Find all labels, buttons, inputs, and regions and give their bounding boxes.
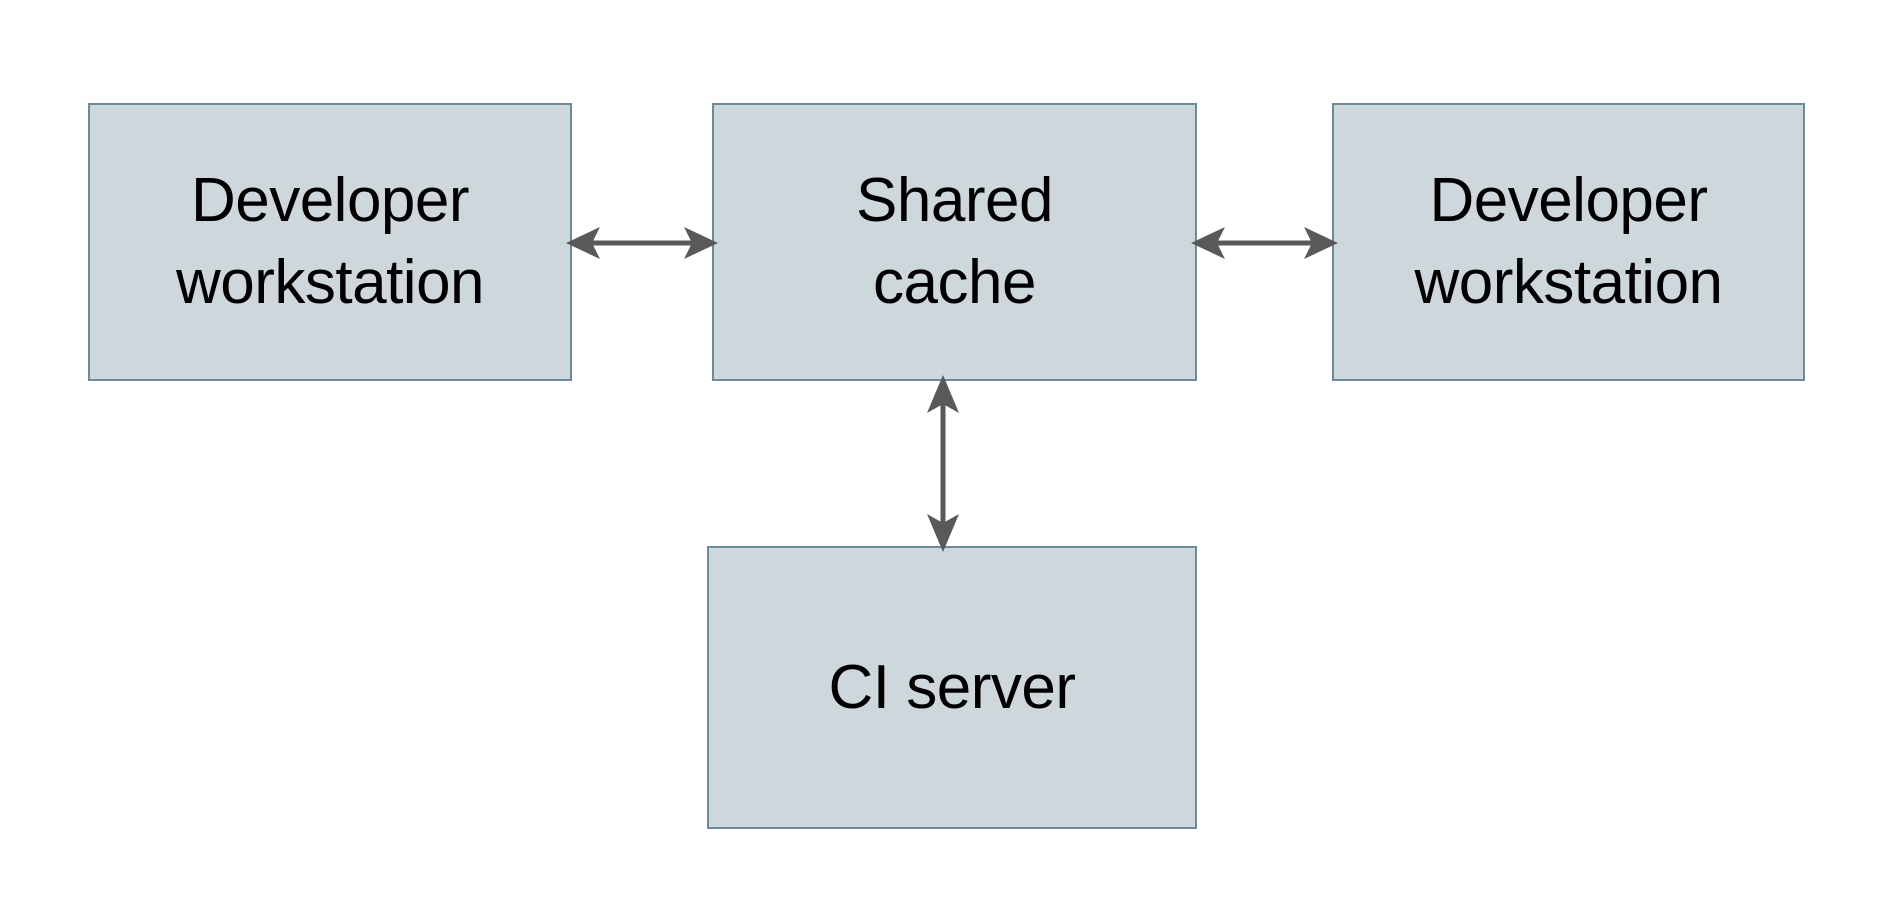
arrowhead-right-icon — [1304, 227, 1338, 259]
connector-shared-cache-to-ci-server[interactable] — [912, 375, 974, 552]
node-shared-cache[interactable]: Shared cache — [712, 103, 1197, 381]
node-developer-workstation-left[interactable]: Developer workstation — [88, 103, 572, 381]
connector-developer-workstation-left-to-shared-cache[interactable] — [566, 212, 718, 274]
node-label-shared-cache: Shared cache — [856, 166, 1053, 317]
arrowhead-right-icon — [684, 227, 718, 259]
arrowhead-left-icon — [566, 227, 600, 259]
arrowhead-left-icon — [1191, 227, 1225, 259]
node-ci-server[interactable]: CI server — [707, 546, 1197, 829]
arrowhead-down-icon — [927, 514, 959, 552]
node-label-ci-server: CI server — [828, 652, 1076, 722]
node-developer-workstation-right[interactable]: Developer workstation — [1332, 103, 1805, 381]
node-label-developer-workstation-right: Developer workstation — [1414, 166, 1723, 317]
arrowhead-up-icon — [927, 375, 959, 413]
connector-shared-cache-to-developer-workstation-right[interactable] — [1191, 212, 1338, 274]
node-label-developer-workstation-left: Developer workstation — [175, 166, 485, 317]
